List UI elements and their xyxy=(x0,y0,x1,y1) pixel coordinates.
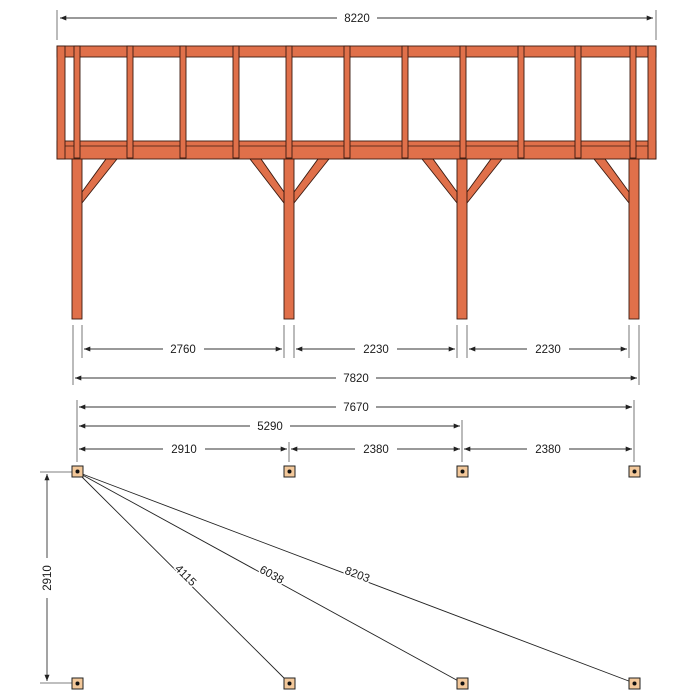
rafter-upright xyxy=(73,45,81,159)
rafter-upright xyxy=(517,45,525,159)
post-4 xyxy=(628,158,640,320)
right-end-upright xyxy=(647,45,657,160)
post-base xyxy=(283,465,296,478)
diagonal-measurements: 4115 6038 8203 xyxy=(76,471,635,684)
diagonal-label-3: 8203 xyxy=(343,565,371,585)
brace xyxy=(593,158,630,205)
left-end-upright xyxy=(56,45,66,160)
knee-braces xyxy=(81,158,630,205)
dim-plan-overall-label: 7670 xyxy=(343,402,369,414)
post-base xyxy=(71,677,84,690)
rafter-upright xyxy=(179,45,187,159)
plan-view: 7670 5290 2910 2380 2380 2910 4 xyxy=(40,400,641,690)
diagonal-line xyxy=(76,471,463,684)
top-overall-dimension: 8220 xyxy=(56,10,657,40)
top-rail xyxy=(56,45,657,58)
rafter-uprights xyxy=(73,45,637,159)
plan-dimensions: 7670 5290 2910 2380 2380 2910 xyxy=(40,400,635,684)
brace xyxy=(249,158,285,205)
post-base xyxy=(456,677,469,690)
post-bases xyxy=(71,465,641,690)
dim-plan-spacing-3: 2380 xyxy=(535,444,561,456)
dim-plan-spacing-1: 2910 xyxy=(171,444,197,456)
post-base xyxy=(71,465,84,478)
diagonal-label-1: 4115 xyxy=(172,563,198,589)
dim-plan-partial-label: 5290 xyxy=(257,421,283,433)
rafter-upright xyxy=(401,45,409,159)
brace xyxy=(466,158,503,205)
elevation-view: 8220 xyxy=(56,10,657,385)
dim-post-spacing-1: 2760 xyxy=(170,344,196,356)
rafter-upright xyxy=(285,45,293,159)
post-1 xyxy=(71,158,83,320)
post-spacing-dimensions: 2760 2230 2230 7820 xyxy=(72,325,640,385)
rafter-upright xyxy=(574,45,582,159)
rafter-upright xyxy=(629,45,637,159)
brace xyxy=(293,158,330,205)
dim-post-spacing-3: 2230 xyxy=(535,344,561,356)
dim-overall-posts-label: 7820 xyxy=(343,373,369,385)
dim-post-spacing-2: 2230 xyxy=(363,344,389,356)
rafter-upright xyxy=(126,45,134,159)
post-base xyxy=(628,677,641,690)
diagonal-line xyxy=(76,471,290,684)
post-base xyxy=(628,465,641,478)
rafter-upright xyxy=(459,45,467,159)
rafter-upright xyxy=(343,45,351,159)
post-base xyxy=(456,465,469,478)
brace xyxy=(421,158,458,205)
dim-overall-top-label: 8220 xyxy=(344,13,370,25)
post-3 xyxy=(456,158,468,320)
post-2 xyxy=(283,158,295,320)
diagonal-line xyxy=(76,471,635,684)
roof-frame xyxy=(56,45,657,160)
brace xyxy=(81,158,118,205)
dim-plan-spacing-2: 2380 xyxy=(363,444,389,456)
diagonal-label-2: 6038 xyxy=(257,564,285,587)
rafter-upright xyxy=(232,45,240,159)
bottom-beam xyxy=(56,140,657,160)
posts xyxy=(71,158,640,320)
post-base xyxy=(283,677,296,690)
dim-plan-depth-label: 2910 xyxy=(42,565,54,591)
